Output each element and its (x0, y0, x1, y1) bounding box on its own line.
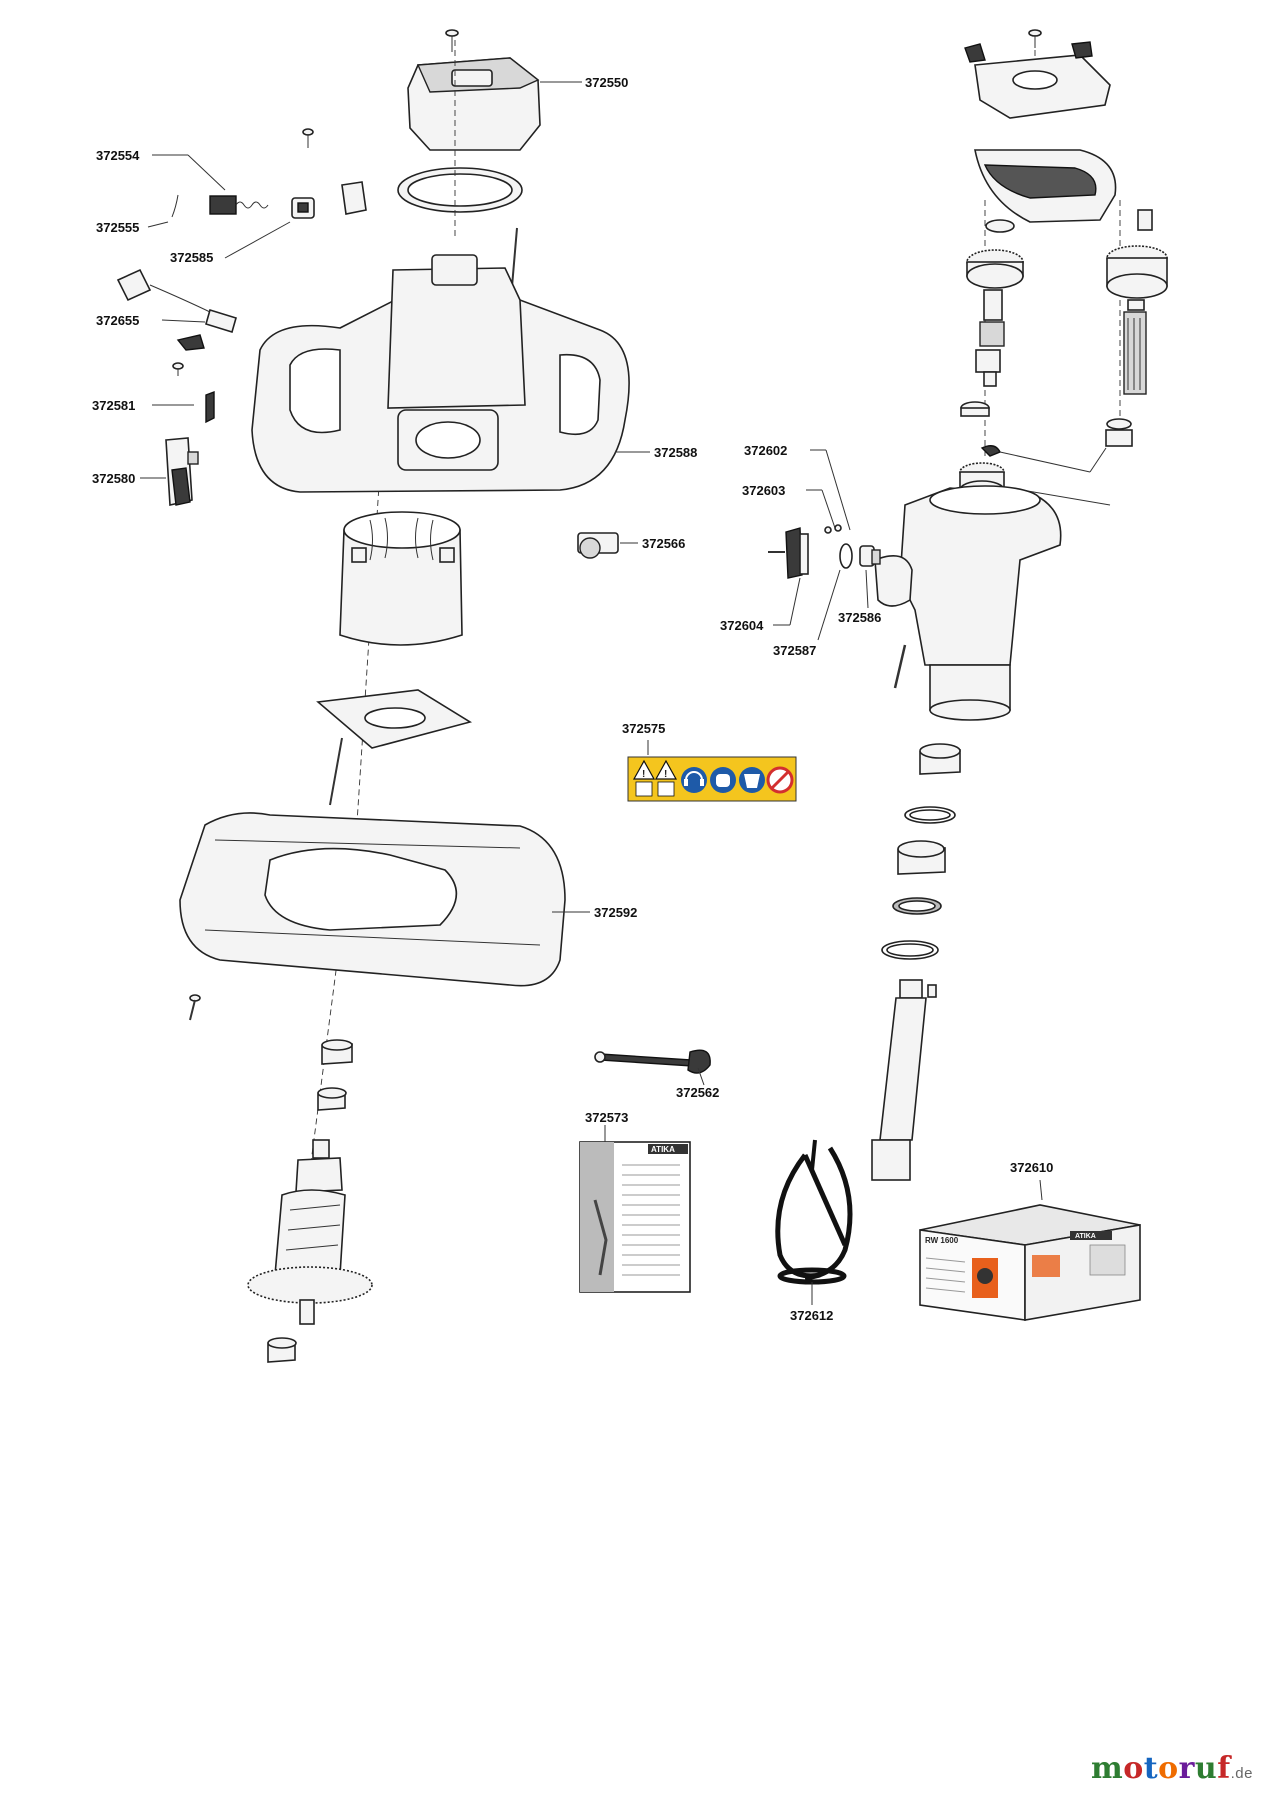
bearing-part (321, 1039, 353, 1065)
part-label-372581: 372581 (92, 398, 135, 413)
watermark-letter: f (1217, 1751, 1231, 1786)
gear-part (966, 249, 1024, 289)
power-cable-part (116, 268, 237, 334)
part-label-372573: 372573 (585, 1110, 628, 1125)
small-screw (302, 128, 314, 148)
knob-part (577, 532, 619, 559)
manual-brand: ATIKA (651, 1145, 675, 1154)
stator-part (339, 511, 463, 646)
part-label-372588: 372588 (654, 445, 697, 460)
part-label-372604: 372604 (720, 618, 764, 633)
watermark-letter: m (1090, 1751, 1124, 1786)
watermark-letter: o (1123, 1751, 1144, 1786)
part-label-372586: 372586 (838, 610, 881, 625)
switch-part (165, 437, 199, 506)
gearbox-lid-part (974, 149, 1117, 223)
box-model: RW 1600 (925, 1236, 959, 1245)
armature-part (247, 1139, 373, 1325)
part-label-372612: 372612 (790, 1308, 833, 1323)
part-label-372585: 372585 (170, 250, 213, 265)
lower-housing-part (179, 812, 566, 987)
gear-part (1106, 245, 1168, 299)
part-label-372592: 372592 (594, 905, 637, 920)
bearing-part (267, 1337, 297, 1363)
mask-icon (739, 767, 765, 793)
carbon-brush-part (209, 195, 269, 215)
part-label-372562: 372562 (676, 1085, 719, 1100)
bearing-part (919, 743, 961, 775)
part-label-372555: 372555 (96, 220, 139, 235)
watermark-letter: r (1178, 1751, 1195, 1786)
motor-cover-part (407, 57, 541, 151)
box-brand: ATIKA (1075, 1233, 1096, 1240)
part-label-372610: 372610 (1010, 1160, 1053, 1175)
upper-housing-part (251, 254, 630, 493)
part-label-372554: 372554 (96, 148, 140, 163)
part-label-372655: 372655 (96, 313, 139, 328)
switch-lever-part (205, 390, 215, 424)
bearing-plate-part (316, 689, 473, 749)
watermark-letter: u (1194, 1751, 1218, 1786)
brush-holder-part (291, 197, 315, 219)
no-entry-icon (766, 766, 794, 794)
wire-part (171, 194, 179, 218)
part-label-372602: 372602 (744, 443, 787, 458)
part-label-372550: 372550 (585, 75, 628, 90)
bracket-part (341, 181, 367, 215)
part-label-372587: 372587 (773, 643, 816, 658)
part-label-372566: 372566 (642, 536, 685, 551)
watermark-letter: t (1143, 1751, 1159, 1786)
pinion-shaft-part (975, 289, 1005, 387)
svg-text:!: ! (664, 769, 667, 780)
warning-label-part: ! ! (627, 756, 797, 802)
gear-cover-plate-part (964, 41, 1111, 119)
output-spindle-part (871, 979, 937, 1181)
part-label-372603: 372603 (742, 483, 785, 498)
part-label-372580: 372580 (92, 471, 135, 486)
gearbox-housing-part (874, 485, 1062, 721)
mixing-paddle-part (775, 1139, 853, 1285)
bearing-part (897, 840, 946, 875)
watermark-letter: o (1158, 1751, 1179, 1786)
watermark-suffix: .de (1230, 1765, 1253, 1782)
svg-text:!: ! (642, 769, 645, 780)
warning-triangle-icon: ! (632, 759, 656, 797)
wrench-part (594, 1049, 711, 1074)
warning-triangle-icon: ! (654, 759, 678, 797)
packaging-box-part: RW 1600 ATIKA (919, 1204, 1141, 1321)
part-label-372575: 372575 (622, 721, 665, 736)
eye-protection-icon (710, 767, 736, 793)
spindle-shaft-part (1123, 299, 1147, 395)
ear-protection-icon (681, 767, 707, 793)
watermark: motoruf.de (1091, 1751, 1253, 1786)
bearing-part (317, 1087, 347, 1111)
lock-button-part (785, 527, 809, 579)
screw-top (445, 29, 459, 52)
manual-part: ATIKA (579, 1141, 691, 1293)
pin-part (859, 545, 881, 567)
